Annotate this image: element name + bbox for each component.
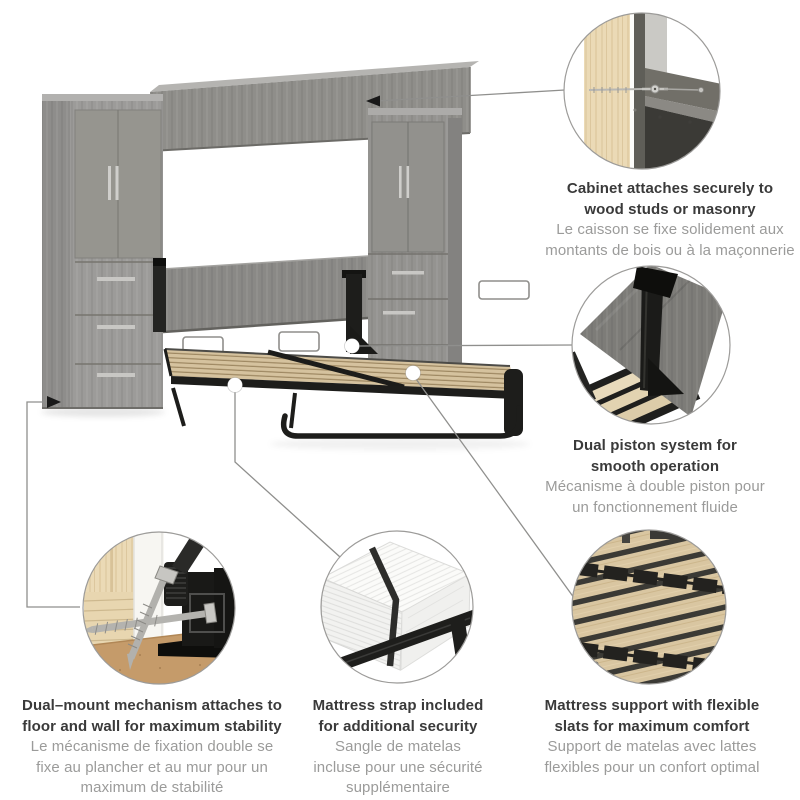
bed-leg bbox=[289, 392, 297, 429]
callout-fr-line: un fonctionnement fluide bbox=[572, 498, 738, 516]
circle-border bbox=[320, 530, 474, 684]
lead-line-mattress-support bbox=[415, 378, 578, 603]
callout-text-dual-mount: Dual–mount mechanism attaches to floor a… bbox=[22, 696, 282, 799]
callout-text-cabinet-attachment: Cabinet attaches securely to wood studs … bbox=[545, 179, 794, 261]
arrowhead-right-icon bbox=[47, 396, 61, 408]
callout-text-mattress-support: Mattress support with flexible slats for… bbox=[544, 696, 759, 778]
callout-fr-line: maximum de stabilité bbox=[80, 779, 224, 796]
callout-fr-line: fixe au plancher et au mur pour un bbox=[36, 758, 268, 776]
detail-circle-cabinet-attachment bbox=[563, 12, 721, 170]
circle-border bbox=[82, 531, 236, 685]
front-rail bbox=[171, 376, 516, 399]
handle-bar bbox=[280, 405, 522, 439]
callout-text-dual-piston: Dual piston system for smooth operation … bbox=[545, 436, 765, 518]
door-handle bbox=[108, 166, 111, 200]
callout-en-line: Cabinet attaches securely to bbox=[566, 180, 774, 197]
dual-mount-bracket bbox=[158, 532, 235, 658]
callout-fr-line: incluse pour une sécurité bbox=[313, 758, 483, 776]
callout-fr-line: flexibles pour un confort optimal bbox=[544, 758, 760, 776]
callout-fr-line: Sangle de matelas bbox=[335, 738, 461, 755]
door-handle bbox=[406, 166, 410, 198]
piston-bracket bbox=[648, 358, 684, 396]
cabinet-side-edge bbox=[634, 13, 645, 169]
detail-circle-mattress-support bbox=[571, 529, 727, 685]
callout-fr-line: montants de bois ou à la maçonnerie bbox=[545, 241, 795, 259]
callout-text-mattress-strap: Mattress strap included for additional s… bbox=[313, 696, 484, 799]
callout-en-line: for additional security bbox=[318, 717, 478, 735]
wood-stud bbox=[584, 13, 630, 169]
callout-fr-line: Le mécanisme de fixation double se bbox=[30, 738, 274, 755]
callout-fr-line: Le caisson se fixe solidement aux bbox=[556, 221, 784, 238]
left-piston bbox=[153, 258, 166, 332]
drawer-handle bbox=[392, 271, 424, 275]
circle-border bbox=[563, 12, 721, 170]
lead-lines bbox=[26, 89, 578, 608]
lead-line-cabinet-attachment bbox=[376, 89, 566, 102]
callout-en-line: floor and wall for maximum stability bbox=[22, 717, 282, 735]
callout-fr-line: supplémentaire bbox=[346, 779, 450, 796]
marker-slats bbox=[405, 365, 421, 381]
callout-en-line: slats for maximum comfort bbox=[554, 717, 750, 735]
lead-line-dual-mount bbox=[26, 401, 80, 608]
circle-border bbox=[571, 265, 731, 425]
drawer-handle bbox=[383, 311, 415, 315]
callout-fr-line: Support de matelas avec lattes bbox=[547, 738, 757, 755]
flexible-slats bbox=[572, 530, 726, 684]
lead-line-mattress-strap bbox=[234, 392, 341, 558]
door-handle bbox=[115, 166, 119, 200]
callout-en-line: smooth operation bbox=[590, 457, 720, 475]
detail-circle-dual-piston bbox=[571, 265, 731, 425]
drawer-handle bbox=[97, 277, 135, 281]
callout-en-line: Dual piston system for bbox=[573, 437, 737, 454]
callout-en-line: Mattress strap included bbox=[312, 697, 484, 714]
callout-en-line: Mattress support with flexible bbox=[544, 697, 760, 714]
piston-arm bbox=[633, 266, 684, 396]
callout-en-line: Dual–mount mechanism attaches to bbox=[22, 697, 282, 714]
left-storage-tower bbox=[42, 94, 163, 409]
right-storage-tower bbox=[368, 108, 462, 388]
slat-holder-rail bbox=[573, 561, 726, 595]
mounting-screw bbox=[588, 84, 704, 94]
center-rail bbox=[267, 349, 405, 390]
detail-circle-dual-mount bbox=[82, 531, 236, 685]
lag-screw-wall bbox=[83, 602, 218, 635]
detail-circle-mattress-strap bbox=[320, 530, 474, 684]
point-markers bbox=[227, 338, 421, 393]
murphy-bed-illustration bbox=[41, 61, 530, 450]
circle-border bbox=[571, 529, 727, 685]
callout-fr-line: Mécanisme à double piston pour bbox=[545, 478, 765, 495]
drawer-handle bbox=[97, 325, 135, 329]
lead-line-dual-piston bbox=[358, 344, 574, 347]
arrowhead-left-icon bbox=[366, 95, 380, 107]
marker-frame bbox=[227, 377, 243, 393]
lag-screw-floor bbox=[127, 565, 179, 670]
callout-en-line: wood studs or masonry bbox=[584, 200, 756, 218]
tower-shadow bbox=[41, 407, 165, 417]
bed-leg bbox=[171, 387, 186, 427]
marker-piston bbox=[344, 338, 360, 354]
door-handle bbox=[399, 166, 402, 198]
bed-shadow bbox=[270, 438, 530, 450]
drawer-handle bbox=[97, 373, 135, 377]
cross-panel bbox=[162, 255, 369, 334]
piston-head bbox=[633, 266, 678, 298]
bed-platform bbox=[163, 348, 523, 439]
